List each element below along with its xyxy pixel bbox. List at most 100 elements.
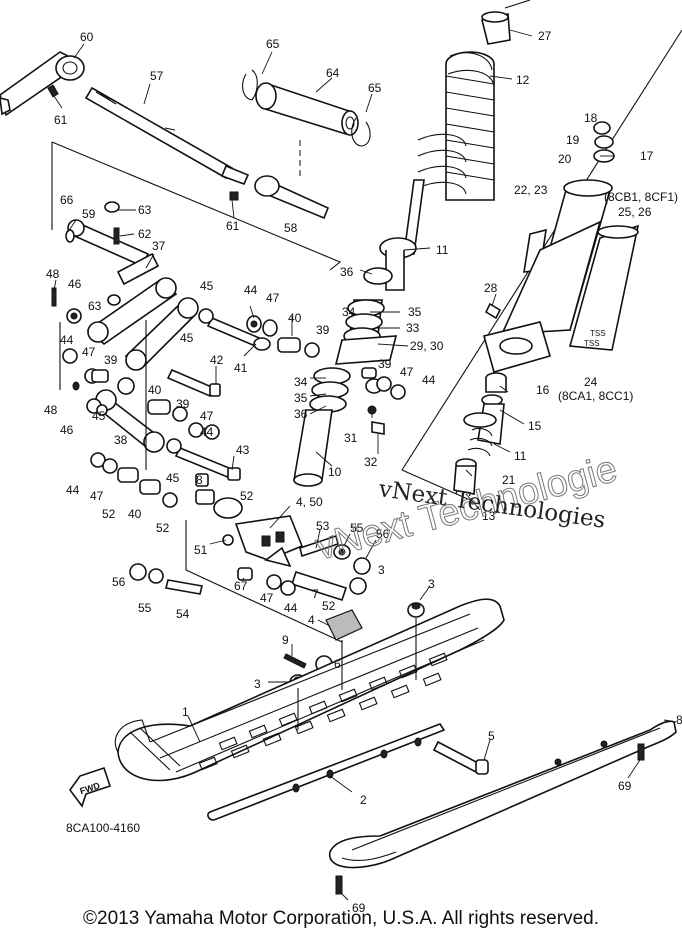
callout-21: 21 xyxy=(502,473,516,487)
callout-2: 2 xyxy=(360,793,367,807)
clip-65-right xyxy=(351,117,371,147)
callout-62: 62 xyxy=(138,227,152,241)
wear-bar-2 xyxy=(207,723,446,821)
bushing-64 xyxy=(255,82,359,136)
callout-55: 55 xyxy=(138,601,152,615)
callout-1: 1 xyxy=(182,705,189,719)
callout-47: 47 xyxy=(90,489,104,503)
callout-44: 44 xyxy=(422,373,436,387)
copyright-notice: ©2013 Yamaha Motor Corporation, U.S.A. A… xyxy=(83,908,599,929)
callout-55: 55 xyxy=(350,521,364,535)
callout-4: 4 xyxy=(308,613,315,627)
callouts: 60 61 57 65 64 65 27 12 18 19 17 20 (8CB… xyxy=(44,29,682,915)
callout-36: 36 xyxy=(340,265,354,279)
callout-69: 69 xyxy=(618,779,632,793)
nut-3-top xyxy=(407,602,425,618)
callout-16: 16 xyxy=(536,383,550,397)
shaft-58 xyxy=(229,175,330,220)
callout-25-26: 25, 26 xyxy=(618,205,652,219)
bushings-40-39 xyxy=(147,399,220,440)
callout-47: 47 xyxy=(82,345,96,359)
callout-46: 46 xyxy=(60,423,74,437)
shaft-57 xyxy=(84,86,250,186)
callout-64: 64 xyxy=(326,66,340,80)
callout-63: 63 xyxy=(138,203,152,217)
arm-assembly xyxy=(67,219,199,371)
callout-35: 35 xyxy=(408,305,422,319)
callout-42: 42 xyxy=(210,353,224,367)
small-parts-left2 xyxy=(72,381,182,508)
callout-12: 12 xyxy=(516,73,530,87)
knuckle-4 xyxy=(195,473,304,568)
svg-text:TSS: TSS xyxy=(590,329,606,338)
callout-35: 35 xyxy=(294,391,308,405)
bolt-41 xyxy=(206,316,271,351)
callout-57: 57 xyxy=(150,69,164,83)
ski-right xyxy=(329,720,677,869)
callout-15: 15 xyxy=(528,419,542,433)
callout-9: 9 xyxy=(282,633,289,647)
callout-54: 54 xyxy=(176,607,190,621)
callout-4-50: 4, 50 xyxy=(296,495,323,509)
callout-39: 39 xyxy=(104,353,118,367)
callout-52: 52 xyxy=(322,599,336,613)
callout-8cb1: (8CB1, 8CF1) xyxy=(604,190,678,204)
shock-cover: TSS TSS xyxy=(568,224,640,351)
bolt-53 xyxy=(299,534,339,558)
leader-lines xyxy=(53,29,677,901)
link-38 xyxy=(95,377,165,453)
callout-52: 52 xyxy=(240,489,254,503)
callout-47: 47 xyxy=(266,291,280,305)
callout-45: 45 xyxy=(180,331,194,345)
callout-63: 63 xyxy=(88,299,102,313)
callout-6: 6 xyxy=(334,657,341,671)
callout-20: 20 xyxy=(558,152,572,166)
callout-11: 11 xyxy=(436,243,449,257)
callout-38: 38 xyxy=(114,433,128,447)
callout-8: 8 xyxy=(196,473,203,487)
shock-rod xyxy=(363,179,425,291)
callout-45: 45 xyxy=(200,279,214,293)
callout-10: 10 xyxy=(328,465,342,479)
callout-41: 41 xyxy=(234,361,248,375)
callout-17: 17 xyxy=(640,149,654,163)
shock-absorber-body xyxy=(483,179,613,373)
callout-45: 45 xyxy=(166,471,180,485)
callout-44: 44 xyxy=(200,425,214,439)
callout-48: 48 xyxy=(44,403,58,417)
callout-8: 8 xyxy=(676,713,682,727)
callout-29-30: 29, 30 xyxy=(410,339,444,353)
callout-5: 5 xyxy=(488,729,495,743)
svg-text:TSS: TSS xyxy=(584,339,600,348)
callout-3: 3 xyxy=(254,677,261,691)
callout-61: 61 xyxy=(226,219,240,233)
callout-51: 51 xyxy=(194,543,208,557)
callout-47: 47 xyxy=(260,591,274,605)
callout-27: 27 xyxy=(538,29,552,43)
shock-lower-parts xyxy=(453,372,507,495)
small-parts-left xyxy=(51,201,121,384)
clip-65-left xyxy=(242,69,258,101)
callout-47: 47 xyxy=(400,365,414,379)
callout-40: 40 xyxy=(148,383,162,397)
callout-3: 3 xyxy=(378,563,385,577)
callout-45: 45 xyxy=(92,409,106,423)
shock-upper xyxy=(445,11,511,201)
callout-11: 11 xyxy=(514,449,527,463)
callout-40: 40 xyxy=(288,311,302,325)
callout-33: 33 xyxy=(406,321,420,335)
callout-53: 53 xyxy=(316,519,330,533)
callout-3: 3 xyxy=(428,577,435,591)
callout-56: 56 xyxy=(112,575,126,589)
callout-28: 28 xyxy=(484,281,498,295)
callout-8ca1: (8CA1, 8CC1) xyxy=(558,389,633,403)
bolt-54 xyxy=(129,563,203,595)
callout-60: 60 xyxy=(80,30,94,44)
callout-39: 39 xyxy=(316,323,330,337)
spring-lower xyxy=(417,133,467,195)
bolt-43 xyxy=(174,446,241,481)
callout-52: 52 xyxy=(156,521,170,535)
callout-52: 52 xyxy=(102,507,116,521)
bolt-61-top xyxy=(47,84,59,98)
callout-46: 46 xyxy=(68,277,82,291)
